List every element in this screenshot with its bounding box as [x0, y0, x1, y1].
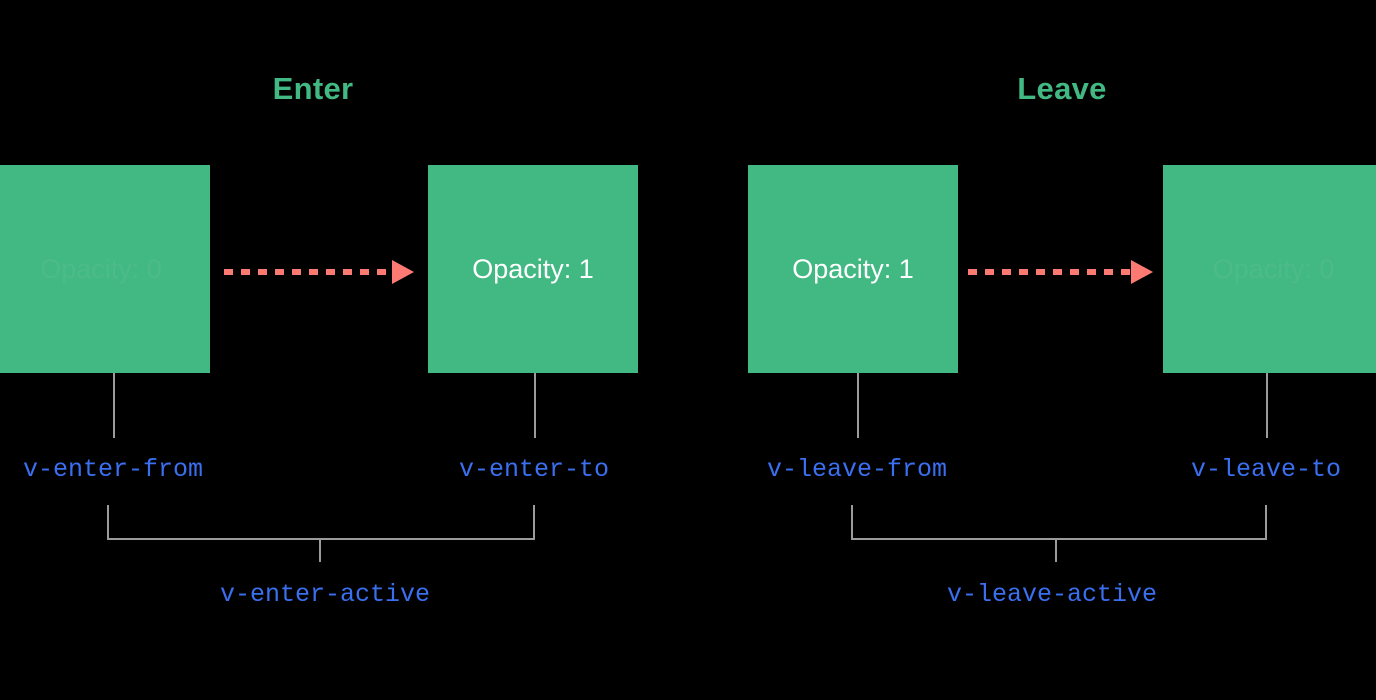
section-title-enter: Enter [272, 71, 354, 106]
enter-to-connector-line [534, 373, 536, 438]
enter-arrow-shaft [224, 269, 392, 275]
enter-transition-arrow [224, 260, 414, 284]
v-leave-from-label: v-leave-from [766, 455, 948, 484]
leave-bracket-stem [1055, 538, 1057, 562]
enter-bracket-stem [319, 538, 321, 562]
enter-arrow-head [392, 260, 414, 284]
v-leave-active-label: v-leave-active [946, 580, 1158, 609]
enter-bracket-left-arm [107, 505, 109, 538]
enter-to-box: Opacity: 1 [428, 165, 638, 373]
enter-to-box-label: Opacity: 1 [472, 253, 594, 284]
v-enter-to-label: v-enter-to [458, 455, 610, 484]
leave-bracket-left-arm [851, 505, 853, 538]
leave-from-box-label: Opacity: 1 [792, 253, 914, 284]
leave-from-box: Opacity: 1 [748, 165, 958, 373]
leave-transition-arrow [968, 260, 1153, 284]
leave-to-box-label: Opacity: 0 [1212, 253, 1335, 284]
v-enter-from-label: v-enter-from [22, 455, 204, 484]
enter-from-box-label: Opacity: 0 [40, 253, 162, 284]
v-leave-to-label: v-leave-to [1190, 455, 1342, 484]
enter-from-box: Opacity: 0 [0, 165, 210, 373]
leave-bracket-bar [851, 538, 1267, 540]
leave-to-box: Opacity: 0 [1163, 165, 1376, 373]
leave-to-connector-line [1266, 373, 1268, 438]
v-enter-active-label: v-enter-active [219, 580, 431, 609]
leave-from-connector-line [857, 373, 859, 438]
enter-from-connector-line [113, 373, 115, 438]
section-title-leave: Leave [1017, 71, 1107, 106]
enter-bracket-right-arm [533, 505, 535, 538]
enter-bracket-bar [107, 538, 535, 540]
leave-arrow-shaft [968, 269, 1131, 275]
leave-arrow-head [1131, 260, 1153, 284]
leave-bracket-right-arm [1265, 505, 1267, 538]
